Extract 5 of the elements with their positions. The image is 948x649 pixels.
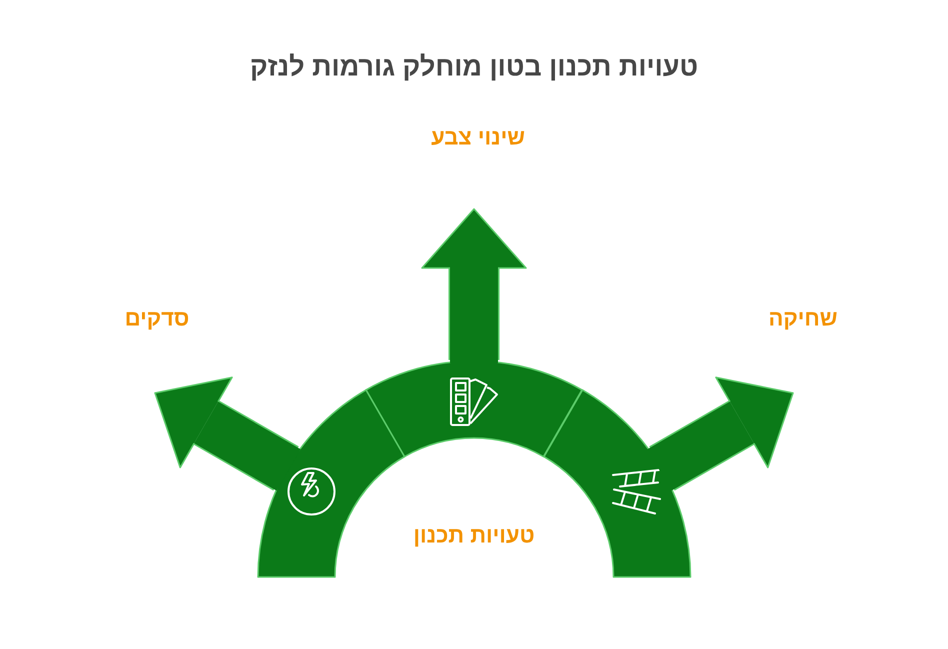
outcome-label: סדקים [124, 305, 190, 331]
outcome-label: שחיקה [768, 305, 838, 331]
outcome-label: שינוי צבע [431, 124, 525, 150]
center-label: טעויות תכנון [413, 522, 535, 548]
diagram-title: טעויות תכנון בטון מוחלק גורמות לנזק [250, 51, 698, 83]
